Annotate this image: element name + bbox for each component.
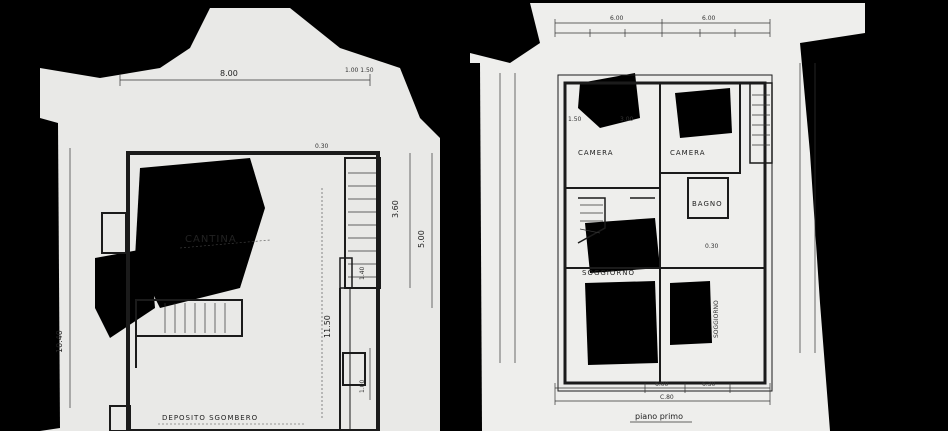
dim-bottom-1: 6.00 — [655, 381, 669, 388]
stair-right-treads — [752, 94, 770, 146]
column-left-bottom — [109, 405, 131, 431]
room-deposito: DEPOSITO SGOMBERO — [162, 414, 258, 422]
room-bagno: BAGNO — [692, 200, 723, 208]
floor-plan-basement: 8.00 1.00 1.50 0.30 3.60 5.00 1.40 1.00 … — [40, 8, 440, 431]
stair-left-treads — [579, 204, 603, 234]
scan-shadow — [290, 8, 440, 138]
dim-small-b: 3.00 — [620, 116, 634, 123]
dim-corner: 0.30 — [315, 143, 329, 150]
dim-left: 10.40 — [55, 330, 64, 353]
dim-top: 8.00 — [220, 69, 238, 78]
dim-bottom-total: C.80 — [660, 394, 674, 401]
dim-right-upper: 3.60 — [391, 200, 400, 218]
outer-wall-line — [557, 74, 773, 392]
dim-right-lower: 1.00 — [359, 379, 366, 393]
dim-right-total: 5.00 — [417, 230, 426, 248]
room-cantina: CANTINA — [185, 234, 237, 245]
stair-left — [577, 197, 606, 244]
room-soggiorno: SOGGIORNO — [582, 269, 635, 277]
scan-shadow — [135, 158, 265, 308]
floor-plan-first-floor: 6.00 6.00 CAME — [470, 3, 865, 431]
column-left — [101, 212, 127, 254]
room-walls — [659, 82, 741, 174]
scan-shadow — [40, 8, 210, 78]
first-floor-drawing: 6.00 6.00 CAME — [470, 3, 865, 431]
dim-ticks-bottom — [554, 383, 771, 405]
stair-right — [749, 82, 773, 164]
stair-right — [344, 157, 381, 289]
stair-left — [135, 299, 243, 337]
scan-shadow — [585, 281, 658, 365]
bathroom-walls — [687, 177, 729, 219]
dim-top-right: 6.00 — [702, 15, 716, 22]
basement-drawing: 8.00 1.00 1.50 0.30 3.60 5.00 1.40 1.00 … — [40, 8, 440, 431]
plan-caption: piano primo — [635, 412, 683, 421]
dim-top-left: 6.00 — [610, 15, 624, 22]
scan-shadow — [470, 3, 540, 63]
column — [342, 352, 366, 386]
room-camera-1: CAMERA — [578, 149, 614, 157]
scan-shadow — [670, 281, 712, 345]
room-camera-2: CAMERA — [670, 149, 706, 157]
scan-shadow — [40, 118, 60, 431]
scan-shadow — [578, 73, 640, 128]
scan-shadow — [95, 248, 155, 338]
dim-ticks — [554, 19, 771, 37]
scan-shadow — [800, 33, 865, 431]
stair-left-treads — [164, 303, 226, 333]
dim-vertical-long: 11.50 — [323, 315, 332, 338]
dim-top-right: 1.00 1.50 — [345, 67, 374, 74]
label-underline — [179, 239, 271, 249]
dim-bottom-2: 6.30 — [702, 381, 716, 388]
dim-stair: 1.40 — [359, 266, 366, 280]
stair-landing — [339, 257, 353, 289]
dim-small-c: 0.30 — [705, 243, 719, 250]
scan-shadow — [675, 88, 732, 138]
room-soggiorno-vertical: SOGGIORNO — [713, 300, 720, 338]
dim-small-a: 1.50 — [568, 116, 582, 123]
scan-shadow — [470, 63, 482, 431]
scan-shadow — [585, 218, 660, 273]
